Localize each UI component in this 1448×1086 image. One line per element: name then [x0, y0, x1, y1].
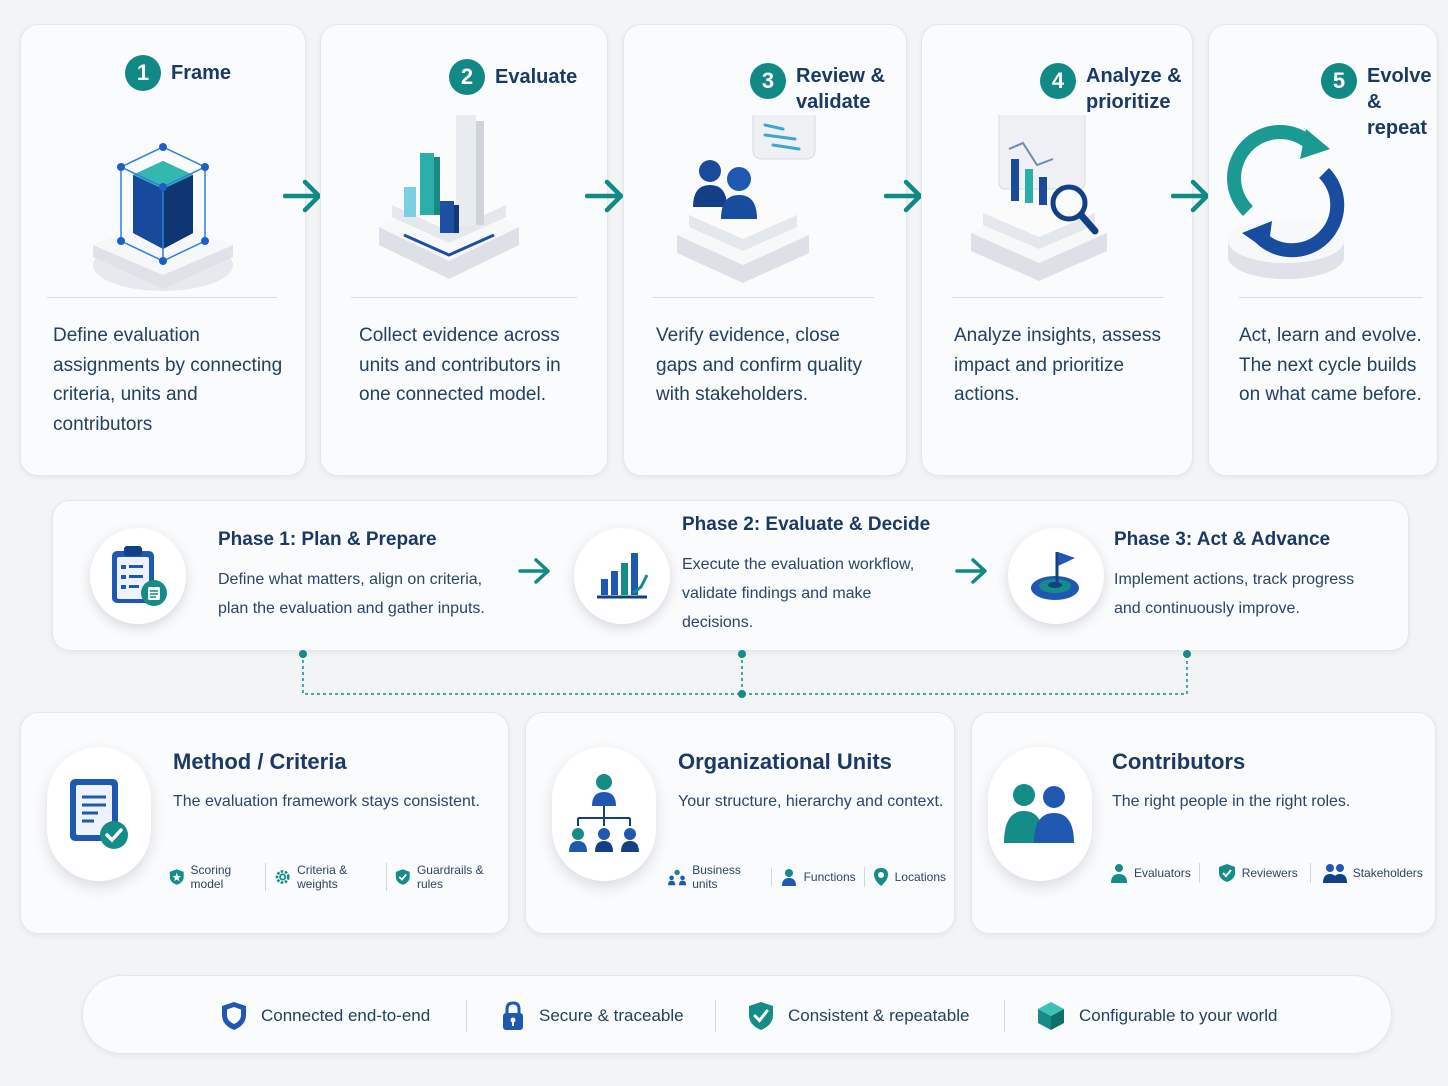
step-number: 5: [1321, 63, 1357, 99]
step-card-review: 3 Review & validate Verify evidence, clo…: [623, 24, 907, 476]
shield-check-icon: [749, 1001, 773, 1030]
pillar-description: The right people in the right roles.: [1112, 793, 1351, 810]
pillar-title: Contributors: [1112, 749, 1246, 774]
contributors-icon: [988, 747, 1092, 881]
shield-check-icon: [1218, 864, 1235, 882]
phase-description: Define what matters, align on criteria, …: [218, 570, 485, 617]
step-number: 3: [750, 63, 786, 99]
step-description: Define evaluation assignments by connect…: [53, 325, 283, 435]
pillar-method: Method / Criteria The evaluation framewo…: [20, 712, 509, 934]
pillar-description: Your structure, hierarchy and context.: [678, 793, 944, 810]
tag-locations: Locations: [863, 867, 954, 887]
pillar-contributors: Contributors The right people in the rig…: [971, 712, 1436, 934]
footer-item-secure: Secure & traceable: [501, 976, 684, 1055]
person-icon: [1111, 864, 1127, 883]
org-chart-icon: [552, 747, 656, 881]
tag-evaluators: Evaluators: [1110, 863, 1199, 883]
tag-scoring-model: Scoring model: [169, 863, 265, 891]
step-description: Act, learn and evolve. The next cycle bu…: [1239, 325, 1422, 405]
gear-icon: [275, 870, 290, 884]
bar-chart-icon: [574, 527, 670, 624]
phase-2: Phase 2: Evaluate & Decide Execute the e…: [574, 500, 942, 651]
step-card-evaluate: 2 Evaluate Collect evidence across units…: [320, 24, 608, 476]
step-title: Frame: [171, 62, 232, 84]
step-card-analyze: 4 Analyze & prioritize Analyze insights,…: [921, 24, 1193, 476]
cycle-arrows-icon: [1226, 125, 1344, 279]
people-group-icon: [1322, 864, 1347, 883]
document-check-icon: [47, 747, 151, 881]
step-card-evolve: 5 Evolve & repeat Act, learn and evolve.…: [1208, 24, 1438, 476]
bar-chart-icon: [379, 115, 519, 279]
phase-title: Phase 3: Act & Advance: [1114, 528, 1331, 550]
lock-icon: [503, 1000, 523, 1030]
footer-item-connected: Connected end-to-end: [221, 976, 430, 1055]
tag-guardrails-rules: Guardrails & rules: [386, 863, 508, 891]
arrow-right-icon: [585, 179, 624, 213]
arrow-right-icon: [1171, 179, 1210, 213]
step-card-frame: 1 Frame Define evaluation assignments by…: [20, 24, 306, 476]
pillar-organizational-units: Organizational Units Your structure, hie…: [525, 712, 955, 934]
shield-icon: [222, 1001, 246, 1030]
arrow-right-icon: [955, 558, 987, 584]
step-number: 4: [1040, 63, 1076, 99]
person-icon: [781, 869, 796, 886]
pillar-title: Method / Criteria: [173, 749, 347, 774]
step-description: Collect evidence across units and contri…: [359, 325, 561, 405]
tag-business-units: Business units: [668, 863, 771, 891]
step-number: 1: [125, 55, 161, 91]
phase-description: Execute the evaluation workflow, validat…: [682, 556, 915, 631]
step-title: Evolve & repeat: [1367, 65, 1432, 139]
pillar-description: The evaluation framework stays consisten…: [173, 793, 480, 810]
phase-1: Phase 1: Plan & Prepare Define what matt…: [90, 500, 498, 651]
shield-star-icon: [169, 869, 184, 885]
cube-icon: [1038, 1001, 1064, 1030]
people-group-icon: [668, 869, 687, 886]
phase-title: Phase 1: Plan & Prepare: [218, 528, 437, 550]
phases-panel: [52, 500, 1409, 651]
footer-item-consistent: Consistent & repeatable: [748, 976, 969, 1055]
phase-3: Phase 3: Act & Advance Implement actions…: [1008, 500, 1374, 651]
footer-values-bar: Connected end-to-end Secure & traceable …: [82, 975, 1392, 1054]
step-description: Verify evidence, close gaps and confirm …: [656, 325, 862, 405]
pillar-title: Organizational Units: [678, 749, 892, 774]
arrow-right-icon: [884, 179, 923, 213]
analytics-magnifier-icon: [971, 115, 1107, 281]
step-title: Evaluate: [495, 66, 578, 88]
step-title: Review & validate: [796, 65, 885, 113]
step-number: 2: [449, 59, 485, 95]
step-title: Analyze & prioritize: [1086, 65, 1182, 113]
clipboard-icon: [90, 527, 186, 624]
phase-title: Phase 2: Evaluate & Decide: [682, 514, 931, 535]
flag-target-icon: [1008, 527, 1104, 624]
arrow-right-icon: [518, 558, 550, 584]
location-pin-icon: [873, 868, 888, 886]
footer-item-configurable: Configurable to your world: [1037, 976, 1277, 1055]
tag-stakeholders: Stakeholders: [1309, 863, 1431, 883]
arrow-right-icon: [283, 179, 322, 213]
tag-functions: Functions: [770, 868, 864, 886]
tag-reviewers: Reviewers: [1198, 863, 1310, 883]
phase-description: Implement actions, track progress and co…: [1114, 570, 1355, 617]
tag-criteria-weights: Criteria & weights: [264, 863, 387, 891]
step-description: Analyze insights, assess impact and prio…: [954, 325, 1161, 405]
shield-check-icon: [396, 869, 411, 885]
cube-icon: [93, 143, 233, 291]
people-review-icon: [677, 115, 816, 283]
